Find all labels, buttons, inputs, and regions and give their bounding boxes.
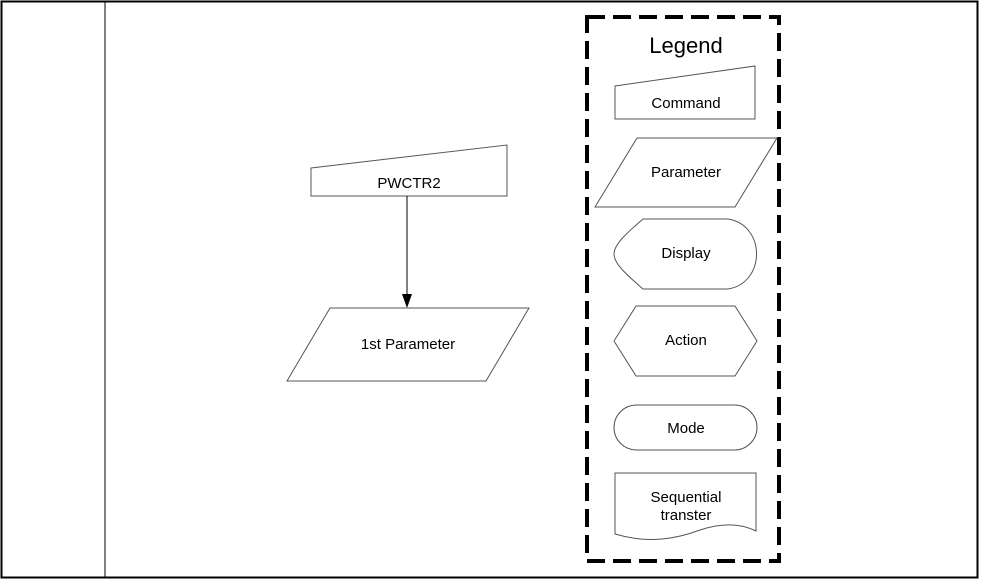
legend-sequential-label-line1: Sequential: [651, 489, 722, 506]
legend-action-label: Action: [665, 332, 707, 349]
flow-arrow: [402, 196, 412, 308]
flow-arrow-head: [402, 294, 412, 308]
first-parameter-node: 1st Parameter: [287, 308, 529, 381]
legend-item-display: Display: [614, 219, 757, 289]
legend-display-label: Display: [661, 245, 711, 262]
legend-item-action: Action: [614, 306, 757, 376]
legend-parameter-label: Parameter: [651, 164, 721, 181]
legend-sequential-label-line2: transter: [661, 507, 712, 524]
legend: Legend Command Parameter Display Action …: [587, 17, 779, 561]
parameter-label: 1st Parameter: [361, 336, 455, 353]
legend-item-mode: Mode: [614, 405, 757, 450]
legend-item-parameter: Parameter: [595, 138, 777, 207]
legend-command-label: Command: [651, 95, 720, 112]
legend-item-command: Command: [615, 66, 755, 119]
pwctr2-command-node: PWCTR2: [311, 145, 507, 196]
command-label: PWCTR2: [377, 175, 440, 192]
legend-item-sequential-transter: Sequential transter: [615, 473, 756, 540]
legend-title: Legend: [649, 33, 722, 58]
legend-mode-label: Mode: [667, 420, 705, 437]
